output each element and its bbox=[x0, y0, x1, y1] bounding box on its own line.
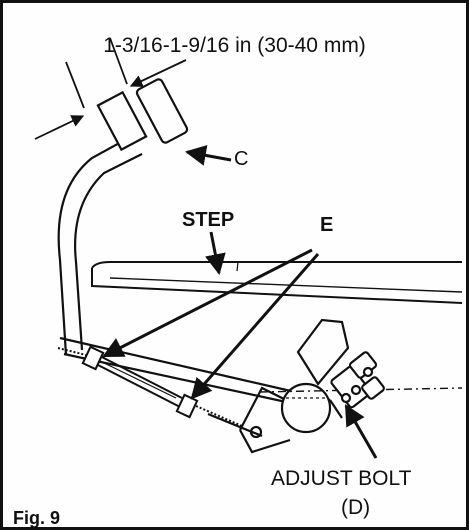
adjuster-rod bbox=[57, 345, 243, 427]
callout-step-label: STEP bbox=[182, 209, 235, 231]
figure-number: Fig. 9 bbox=[13, 508, 61, 528]
callout-e-label: E bbox=[320, 214, 334, 236]
callout-c-label: C bbox=[234, 148, 249, 170]
pivot-boss bbox=[280, 382, 332, 434]
dimension-lines bbox=[34, 37, 187, 140]
pedal-pad-inner bbox=[96, 90, 148, 152]
pivot-hole bbox=[249, 425, 263, 439]
callout-c-arrow bbox=[184, 145, 232, 166]
hex-nut-left bbox=[81, 345, 105, 371]
callout-e-arrow-right bbox=[190, 253, 320, 400]
dimension-label: 1-3/16-1-9/16 in (30-40 mm) bbox=[103, 34, 366, 57]
callout-e-arrow-left bbox=[102, 248, 313, 358]
pedal-pad-outer bbox=[135, 78, 189, 144]
callout-adjust-bolt-label: ADJUST BOLT bbox=[271, 467, 412, 490]
hex-nut-right bbox=[175, 393, 199, 419]
step-plate bbox=[91, 261, 463, 304]
callout-step-arrow bbox=[205, 231, 226, 276]
callout-adjust-bolt-arrow bbox=[344, 404, 378, 459]
pivot-bracket bbox=[259, 318, 463, 434]
callout-d-label: (D) bbox=[341, 496, 371, 519]
brake-pedal bbox=[57, 78, 189, 356]
adjust-bolt bbox=[330, 351, 385, 409]
